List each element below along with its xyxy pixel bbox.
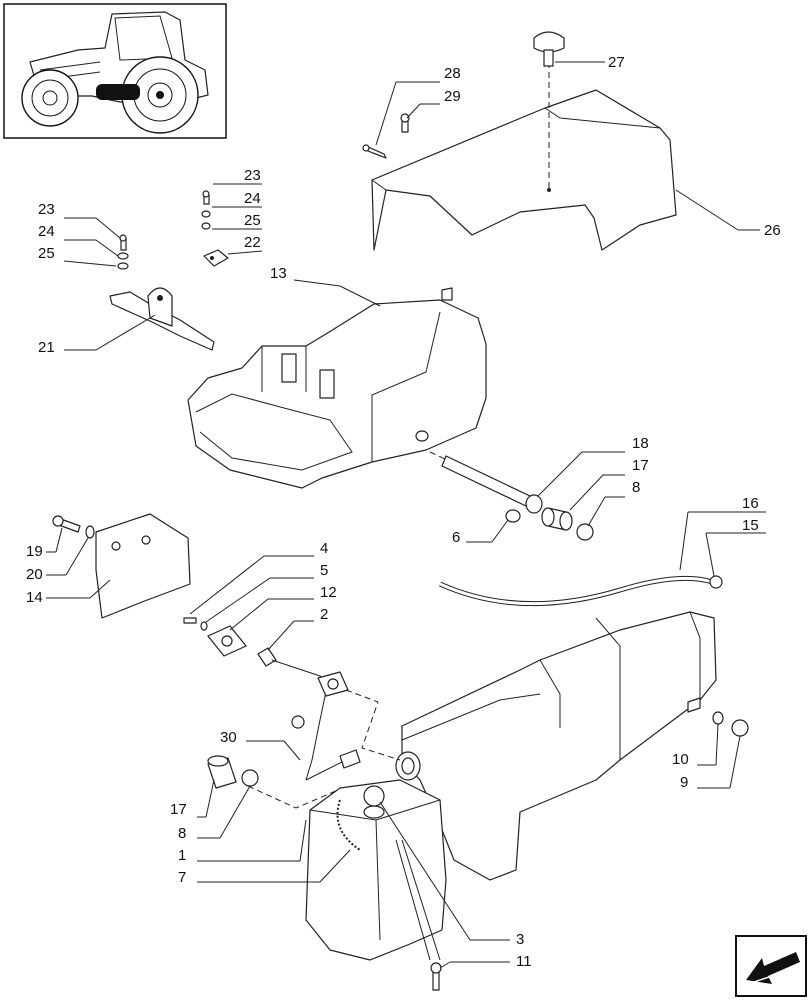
callout-18: 18 xyxy=(632,435,649,452)
callout-21: 21 xyxy=(38,339,55,356)
callout-30: 30 xyxy=(220,729,237,746)
callout-10: 10 xyxy=(672,751,689,768)
sender-unit-2 xyxy=(257,647,361,781)
callout-2: 2 xyxy=(320,606,328,623)
callout-12: 12 xyxy=(320,584,337,601)
callout-26: 26 xyxy=(764,222,781,239)
washer-5 xyxy=(200,621,208,631)
screw-4 xyxy=(183,617,197,624)
callout-11: 11 xyxy=(516,953,532,970)
clamp-15 xyxy=(709,575,723,589)
callout-29: 29 xyxy=(444,88,461,105)
flange-ring xyxy=(317,671,349,697)
washer-20 xyxy=(85,525,95,539)
callout-24-left: 24 xyxy=(38,223,55,240)
sleeve-17-lower xyxy=(207,755,237,789)
callout-8-upper: 8 xyxy=(632,479,640,496)
callout-15: 15 xyxy=(742,517,759,534)
callout-labels: 27 26 28 29 23 24 25 22 23 24 25 21 13 1… xyxy=(26,54,781,970)
callout-9: 9 xyxy=(680,774,688,791)
callout-19: 19 xyxy=(26,543,43,560)
callout-20: 20 xyxy=(26,566,43,583)
leader-lines xyxy=(46,61,766,969)
tractor-thumbnail xyxy=(3,3,227,139)
callout-24-right: 24 xyxy=(244,190,261,207)
hardware-23-25-right xyxy=(201,190,211,230)
callout-28: 28 xyxy=(444,65,461,82)
callout-14: 14 xyxy=(26,589,43,606)
clip-22 xyxy=(203,249,229,267)
sleeve-17 xyxy=(541,507,573,531)
callout-3: 3 xyxy=(516,931,524,948)
bolt-19 xyxy=(52,515,81,533)
hardware-23-25-left xyxy=(117,234,129,270)
callout-25-right: 25 xyxy=(244,212,261,229)
callout-25-left: 25 xyxy=(38,245,55,262)
hood-cover xyxy=(371,62,677,251)
cap-9 xyxy=(731,719,749,737)
pipe-18 xyxy=(441,455,543,514)
callout-27: 27 xyxy=(608,54,625,71)
bolt-28 xyxy=(362,144,387,159)
callout-1: 1 xyxy=(178,847,186,864)
callout-4: 4 xyxy=(320,540,328,557)
filler-canister xyxy=(305,779,447,961)
callout-17-upper: 17 xyxy=(632,457,649,474)
callout-6: 6 xyxy=(452,529,460,546)
bracket-21 xyxy=(109,287,215,351)
callout-5: 5 xyxy=(320,562,328,579)
callout-13: 13 xyxy=(270,265,287,282)
callout-16: 16 xyxy=(742,495,759,512)
knob-27 xyxy=(533,31,565,67)
clamp-8-lower xyxy=(241,769,259,787)
callout-8-lower: 8 xyxy=(178,825,186,842)
plate-14 xyxy=(95,513,191,619)
callout-23-left: 23 xyxy=(38,201,55,218)
upper-tank-13 xyxy=(187,287,487,489)
gasket-12 xyxy=(207,625,247,657)
screw-29 xyxy=(400,113,410,133)
clamp-10 xyxy=(712,711,724,725)
callout-17-lower: 17 xyxy=(170,801,187,818)
clamp-8 xyxy=(576,523,594,541)
callout-23-right: 23 xyxy=(244,167,261,184)
screw-11 xyxy=(430,962,442,991)
nav-arrow-icon[interactable] xyxy=(735,935,807,997)
clamp-6 xyxy=(505,509,521,523)
callout-7: 7 xyxy=(178,869,186,886)
callout-22: 22 xyxy=(244,234,261,251)
lower-tank xyxy=(395,611,717,881)
